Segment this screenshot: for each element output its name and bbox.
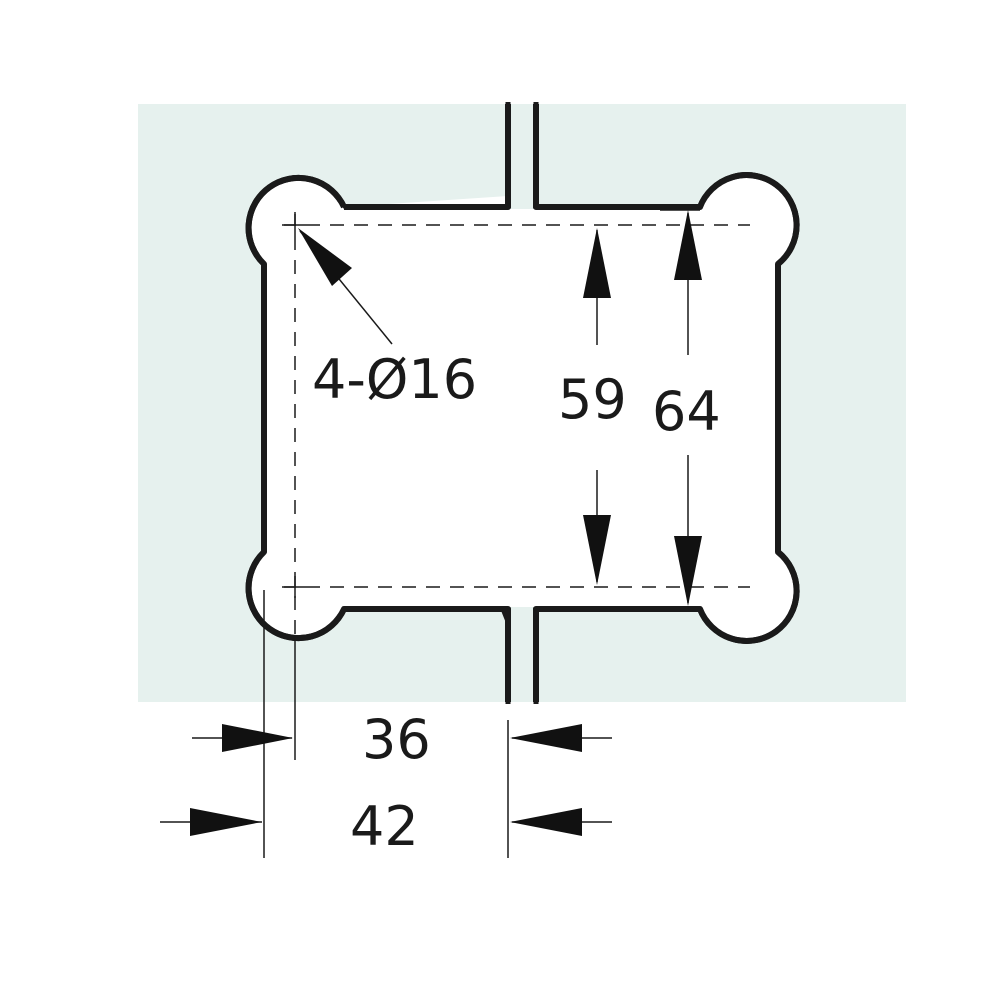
dim-64-label: 64 [652, 380, 721, 443]
dim-59-arrow-bottom [583, 515, 611, 585]
dim-59-label: 59 [558, 368, 627, 431]
hinge-plate-fill [256, 183, 791, 633]
dim-59-arrow-top [583, 228, 611, 298]
hinge-plate-edge [245, 104, 800, 702]
hole-spec-label: 4-Ø16 [312, 348, 477, 411]
dim-64-arrow-bottom [674, 536, 702, 606]
dim-42-arrow-right [510, 808, 582, 836]
dim-36-label: 36 [362, 708, 431, 771]
dim-64-arrow-top [674, 210, 702, 280]
dim-42-arrow-left [190, 808, 262, 836]
dim-42-label: 42 [350, 795, 419, 858]
dim-36-arrow-left [222, 724, 293, 752]
hole-spec-arrowhead [298, 228, 352, 286]
dim-36-arrow-right [510, 724, 582, 752]
